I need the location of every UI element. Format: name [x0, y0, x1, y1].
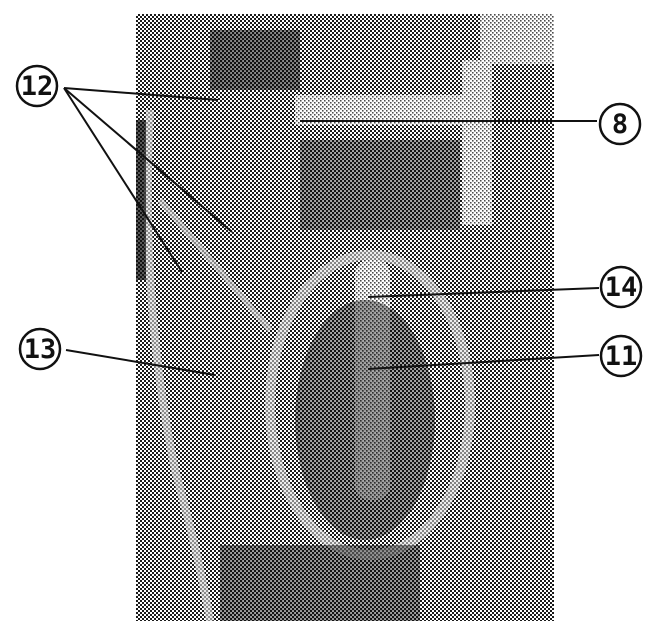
- leader-12-c: [63, 87, 183, 273]
- callout-12: 12: [15, 64, 59, 108]
- callout-label-8: 8: [612, 109, 628, 140]
- callout-circle: [598, 102, 642, 146]
- callout-label-13: 13: [24, 334, 57, 365]
- callout-circle: [599, 265, 643, 309]
- leader-13: [65, 349, 216, 376]
- callout-14: 14: [599, 265, 643, 309]
- callout-label-14: 14: [605, 272, 638, 303]
- callout-13: 13: [18, 327, 62, 371]
- photo-dark-block-mid: [300, 140, 460, 230]
- halftone-photo: [136, 14, 554, 621]
- callout-11: 11: [599, 334, 643, 378]
- photo-dark-bottom: [220, 545, 420, 621]
- photo-light-diagonal: [157, 198, 273, 332]
- callout-circle: [15, 64, 59, 108]
- leader-lines: [63, 87, 600, 376]
- photo-dark-left-edge: [136, 120, 146, 280]
- leader-12-b: [63, 87, 233, 233]
- photo-light-curve-left: [143, 109, 214, 621]
- photo-dark-core: [295, 300, 435, 540]
- callout-label-12: 12: [21, 71, 54, 102]
- callout-label-11: 11: [605, 341, 638, 372]
- leader-11: [367, 354, 600, 370]
- leader-14: [367, 287, 600, 298]
- photo-light-column-right: [462, 60, 492, 225]
- leader-12-a: [63, 87, 219, 101]
- photo-light-corner: [480, 14, 554, 64]
- photo-dark-block-top: [210, 30, 300, 90]
- callout-circle: [18, 327, 62, 371]
- callout-circle: [599, 334, 643, 378]
- callout-8: 8: [598, 102, 642, 146]
